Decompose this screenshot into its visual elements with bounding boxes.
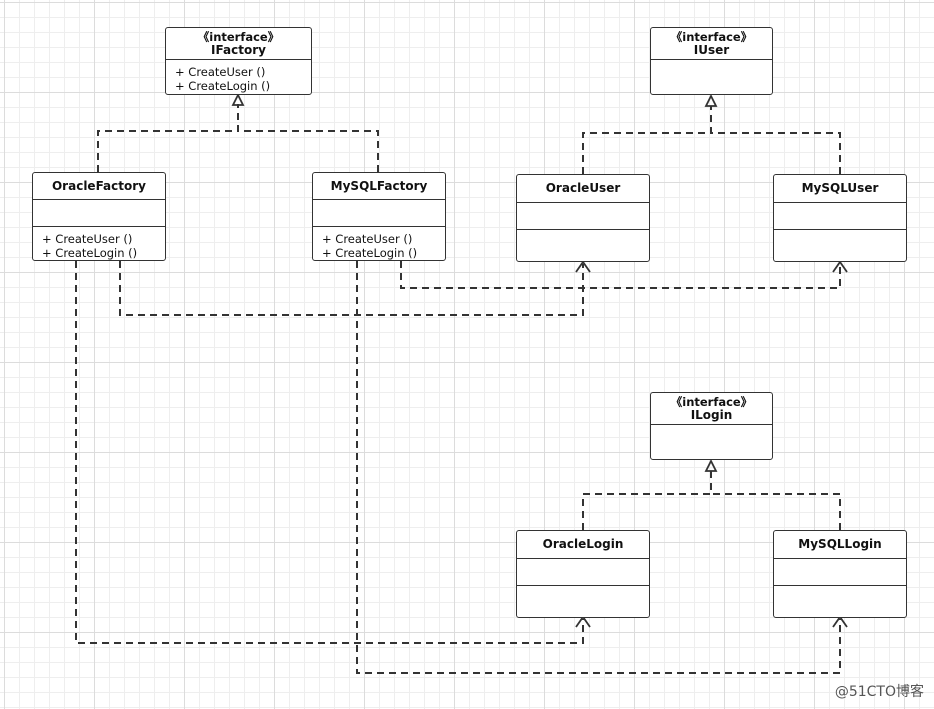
dependency-mysqlfactory-mysqluser: [400, 261, 841, 289]
class-iuser-header: 《interface》 IUser: [651, 28, 772, 60]
class-oraclelogin[interactable]: OracleLogin: [516, 530, 650, 618]
operation: + CreateLogin (): [42, 246, 138, 260]
class-ilogin-header: 《interface》 ILogin: [651, 393, 772, 425]
operations-section: + CreateUser () + CreateLogin (): [166, 60, 311, 93]
realization-oraclelogin-ilogin: [582, 471, 712, 530]
class-mysqllogin[interactable]: MySQLLogin: [773, 530, 907, 618]
realization-mysqluser-iuser: [711, 132, 841, 174]
class-mysqlfactory[interactable]: MySQLFactory + CreateUser () + CreateLog…: [312, 172, 446, 261]
operation: + CreateUser (): [322, 232, 413, 246]
class-oraclefactory-header: OracleFactory: [33, 173, 165, 200]
class-mysqluser-header: MySQLUser: [774, 175, 906, 203]
class-name: OracleLogin: [542, 537, 624, 551]
class-name: OracleFactory: [51, 178, 146, 193]
operation: + CreateUser (): [42, 232, 133, 246]
realization-oraclefactory-ifactory: [97, 104, 239, 172]
class-oracleuser[interactable]: OracleUser: [516, 174, 650, 262]
class-oracleuser-header: OracleUser: [517, 175, 649, 203]
operation: + CreateUser (): [175, 65, 266, 79]
operations-section: + CreateUser () + CreateLogin (): [313, 227, 445, 260]
stereotype-label: 《interface》: [670, 394, 753, 409]
operation: + CreateLogin (): [175, 79, 271, 93]
realization-oracleuser-iuser: [582, 106, 712, 174]
operations-section: + CreateUser () + CreateLogin (): [33, 227, 165, 260]
class-ilogin[interactable]: 《interface》 ILogin: [650, 392, 773, 460]
class-oraclelogin-header: OracleLogin: [517, 531, 649, 559]
dependency-oraclefactory-oraclelogin: [75, 261, 584, 644]
attributes-section: [517, 203, 649, 230]
dependency-arrowhead-mysqluser: [832, 260, 848, 273]
watermark: @51CTO博客: [834, 684, 924, 700]
class-mysqluser[interactable]: MySQLUser: [773, 174, 907, 262]
stereotype-label: 《interface》: [670, 29, 753, 44]
realization-mysqlfactory-ifactory: [238, 130, 379, 172]
realization-arrowhead-ilogin: [704, 458, 718, 472]
class-name: MySQLUser: [801, 181, 879, 195]
realization-arrowhead-iuser: [704, 93, 718, 107]
dependency-oraclefactory-oracleuser: [119, 261, 584, 316]
class-name: OracleUser: [545, 181, 621, 195]
class-name: MySQLFactory: [330, 178, 428, 193]
attributes-section: [33, 200, 165, 227]
class-mysqlfactory-header: MySQLFactory: [313, 173, 445, 200]
dependency-mysqlfactory-mysqllogin: [356, 261, 841, 674]
class-ifactory[interactable]: 《interface》 IFactory + CreateUser () + C…: [165, 27, 312, 95]
attributes-section: [774, 559, 906, 586]
attributes-section: [517, 559, 649, 586]
attributes-section: [774, 203, 906, 230]
dependency-arrowhead-oracleuser: [575, 260, 591, 273]
class-mysqllogin-header: MySQLLogin: [774, 531, 906, 559]
realization-arrowhead-ifactory: [231, 92, 245, 106]
class-name: IUser: [693, 42, 730, 57]
class-name: IFactory: [211, 42, 266, 57]
attributes-section: [313, 200, 445, 227]
class-name: ILogin: [690, 407, 733, 422]
class-name: MySQLLogin: [798, 537, 882, 551]
stereotype-label: 《interface》: [197, 29, 280, 44]
realization-mysqllogin-ilogin: [711, 493, 841, 530]
operation: + CreateLogin (): [322, 246, 418, 260]
class-ifactory-header: 《interface》 IFactory: [166, 28, 311, 60]
class-oraclefactory[interactable]: OracleFactory + CreateUser () + CreateLo…: [32, 172, 166, 261]
class-iuser[interactable]: 《interface》 IUser: [650, 27, 773, 95]
